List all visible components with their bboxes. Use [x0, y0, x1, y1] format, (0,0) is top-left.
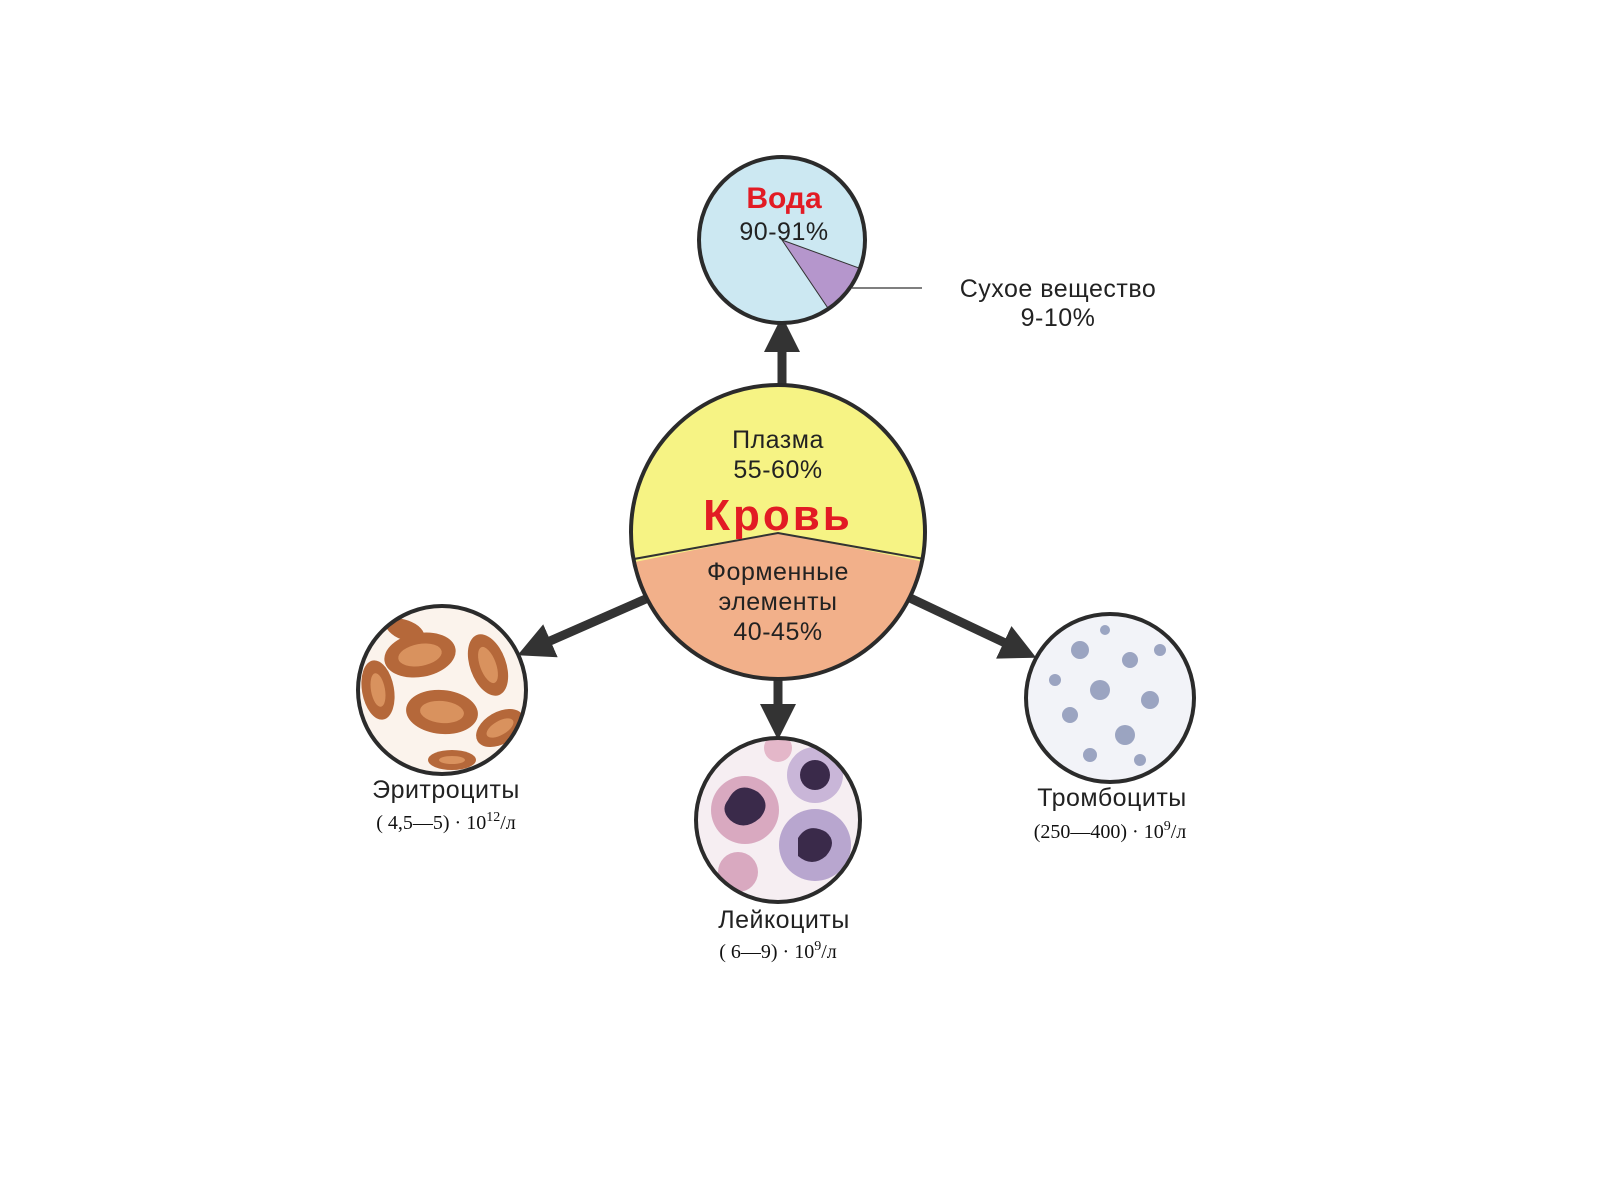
erythrocytes-label: Эритроциты [372, 776, 520, 804]
arrow-to-thrombocytes [908, 593, 1037, 659]
leukocytes-circle [694, 736, 862, 904]
formed-elements-percent: 40-45% [733, 618, 822, 646]
thrombocytes-label: Тромбоциты [1037, 784, 1187, 812]
thrombocytes-count: (250—400) · 109/л [1034, 819, 1187, 843]
arrows [517, 316, 1037, 740]
platelet-image [1049, 625, 1166, 766]
blood-circle: Плазма 55-60% Кровь Форменные элементы 4… [629, 383, 927, 681]
water-circle: Вода 90-91% [697, 155, 867, 325]
water-percent: 90-91% [739, 218, 828, 246]
water-title: Вода [746, 182, 822, 215]
formed-elements-label-2: элементы [718, 588, 837, 616]
white-blood-cell-image [711, 738, 851, 892]
red-blood-cell-image [361, 618, 524, 770]
plasma-percent: 55-60% [733, 456, 822, 484]
plasma-fill [631, 385, 925, 565]
plasma-label: Плазма [732, 426, 824, 454]
formed-elements-label-1: Форменные [707, 558, 849, 586]
erythrocytes-count: ( 4,5—5) · 1012/л [376, 810, 516, 834]
dry-matter-label: Сухое вещество [960, 275, 1156, 303]
arrow-to-erythrocytes [517, 593, 650, 658]
plasma-formed-divider [633, 531, 925, 560]
leukocytes-label: Лейкоциты [718, 906, 850, 934]
leukocytes-count: ( 6—9) · 109/л [719, 939, 837, 963]
erythrocytes-circle [356, 604, 528, 776]
blood-title: Кровь [703, 491, 853, 540]
thrombocytes-circle [1024, 612, 1196, 784]
dry-matter-percent: 9-10% [1021, 304, 1096, 332]
